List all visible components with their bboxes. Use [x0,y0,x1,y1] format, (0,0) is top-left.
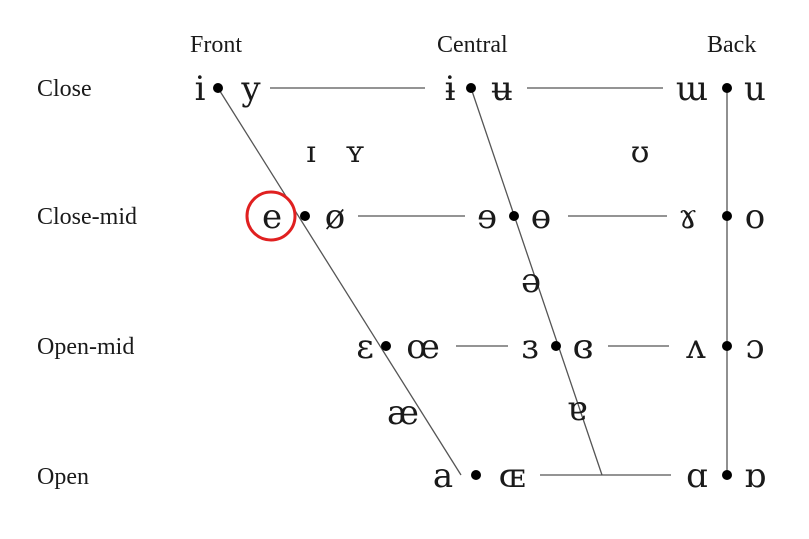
vowel-open-mid-front-rounded: œ [406,327,440,367]
central-edge-line [470,87,603,476]
column-header-central: Central [437,32,508,58]
vowel-close-mid-central-rounded: ɵ [531,197,551,237]
vowel-near-close-back-rounded: ʊ [631,135,650,170]
vowel-close-mid-back-rounded: o [745,197,765,237]
front-edge-line [217,87,462,476]
vowel-open-mid-central-unrounded: ɜ [521,327,538,367]
vowel-near-open-front: æ [387,393,419,433]
vowel-close-front-rounded: y [240,69,261,109]
dot-close-mid-back [722,211,732,221]
vowel-close-central-unrounded: ɨ [445,69,456,109]
vowel-open-front-unrounded: a [433,456,453,496]
dot-open-mid-front [381,341,391,351]
vowel-near-open-central: ɐ [567,389,587,429]
dot-close-front [213,83,223,93]
chart-grid [217,87,728,476]
dot-open-back [722,470,732,480]
vowel-close-front-unrounded: i [195,69,206,109]
vowel-open-mid-back-unrounded: ʌ [685,327,706,367]
vowel-close-mid-front-unrounded: e [262,197,282,237]
vowel-open-mid-central-rounded: ɞ [573,327,594,367]
vowel-open-back-rounded: ɒ [744,456,766,496]
column-header-front: Front [190,32,242,58]
vowel-close-mid-central-unrounded: ɘ [477,197,497,237]
highlight-circle [245,190,297,242]
vowel-close-mid-front-rounded: ø [325,197,345,237]
dot-open-front [471,470,481,480]
vowel-close-back-rounded: u [744,69,766,109]
row-label-close: Close [37,76,92,102]
dot-close-central [466,83,476,93]
dot-close-mid-front [300,211,310,221]
column-header-back: Back [707,32,756,58]
row-label-open-mid: Open-mid [37,334,134,360]
vowel-near-close-front-unrounded: ɪ [306,135,316,170]
dot-close-mid-central [509,211,519,221]
vowel-close-mid-back-unrounded: ɤ [678,197,697,237]
dot-close-back [722,83,732,93]
vowel-close-central-rounded: ʉ [491,69,513,109]
row-label-open: Open [37,464,89,490]
vowel-open-back-unrounded: ɑ [686,456,708,496]
dot-open-mid-central [551,341,561,351]
vowel-near-close-front-rounded: ʏ [345,135,365,170]
vowel-open-mid-front-unrounded: ɛ [356,327,374,367]
vowel-open-front-rounded: ɶ [499,456,526,496]
vowel-open-mid-back-rounded: ɔ [745,327,764,367]
vowel-mid-central: ə [521,261,541,301]
vowel-close-back-unrounded: ɯ [676,69,708,109]
dot-open-mid-back [722,341,732,351]
row-label-close-mid: Close-mid [37,204,137,230]
